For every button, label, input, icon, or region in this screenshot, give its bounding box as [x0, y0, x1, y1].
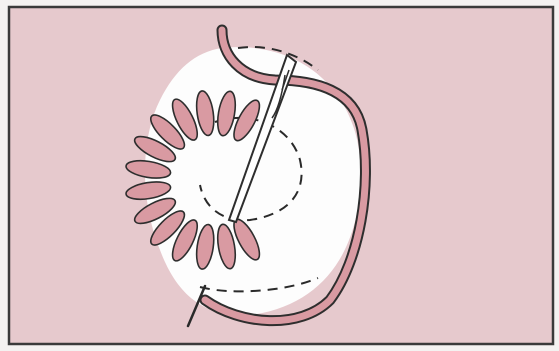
illustration-frame [0, 0, 559, 351]
stitching-illustration [0, 0, 559, 351]
